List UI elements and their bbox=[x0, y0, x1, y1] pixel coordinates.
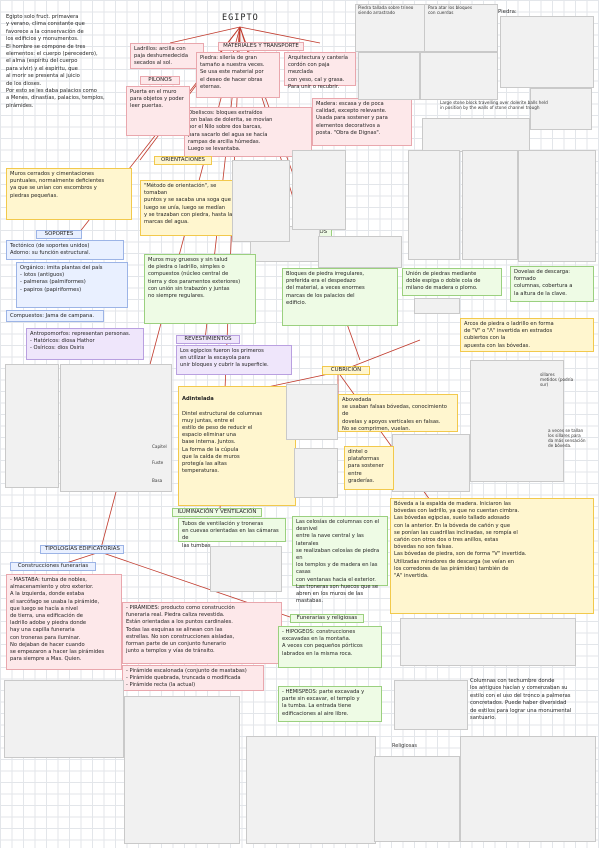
antropomorfos-box: Antropomorfos: representan personas. - H… bbox=[26, 328, 144, 360]
columns-image-1 bbox=[5, 364, 59, 488]
transport-caption: Piedra tallada sobre trineo siendo arras… bbox=[358, 5, 414, 15]
muros-bloques-box: Bloques de piedra irregulares, preferida… bbox=[282, 268, 398, 326]
madera-box: Madera: escasa y de poca calidad, except… bbox=[312, 98, 412, 146]
obeliscos-box: Obeliscos: bloques extraídos con balas d… bbox=[184, 107, 312, 157]
funerarias-religiosas-tag: Funerarias y religiosas bbox=[290, 614, 364, 623]
iluminacion-note: Las celosías de columnas con el desnivel… bbox=[292, 516, 388, 604]
religiosas-label: Religiosas bbox=[392, 743, 417, 749]
falsa-nota: a veces se tallan los sillares para da m… bbox=[548, 428, 586, 448]
soportes-tag: SOPORTES bbox=[36, 230, 82, 239]
metodo-box: "Método de orientación", se tomaban punt… bbox=[140, 180, 242, 236]
sled-image-2 bbox=[420, 52, 498, 100]
ventilation-image bbox=[210, 546, 282, 592]
piedra-header: Piedra: bbox=[498, 9, 517, 15]
tipologias-tag: TIPOLOGÍAS EDIFICATORIAS bbox=[40, 545, 124, 554]
stone-block-image bbox=[500, 16, 594, 88]
obelisk-image-4 bbox=[462, 150, 518, 260]
piedra-box: Piedra: silería de gran tamaño a nuestra… bbox=[196, 52, 280, 98]
column-detail-image bbox=[294, 448, 338, 498]
sled-image-1 bbox=[358, 52, 420, 100]
transport-image bbox=[355, 4, 425, 52]
vault-image bbox=[392, 434, 470, 492]
iluminacion-box: Tubos de ventilación y troneras en cueva… bbox=[178, 518, 286, 549]
adintelada-box: Adintelada Dintel estructural de columna… bbox=[178, 386, 296, 506]
arenisca-box: Arquitectura y cantería cordón con paja … bbox=[284, 52, 356, 90]
obelisk-image-3 bbox=[408, 150, 460, 260]
muros-desc-box: Muros muy gruesos y sin talud de piedra … bbox=[144, 254, 256, 324]
intro-text: Egipto solo fruct. primavera y verano, c… bbox=[6, 14, 105, 109]
tectonico-box: Tectónico (de soportes unidos) Adorno: s… bbox=[6, 240, 124, 260]
hemispeo-image bbox=[394, 680, 468, 730]
muros-cerrados-box: Muros cerrados y cimentaciones puntuales… bbox=[6, 168, 132, 220]
arcos-box: Arcos de piedra o ladrillo en forma de "… bbox=[460, 318, 594, 352]
organico-box: Orgánico: imita plantas del país - lotos… bbox=[16, 262, 128, 308]
obelisk-image-1 bbox=[232, 160, 290, 242]
revestimientos-box: Los egipcios fueron los primeros en util… bbox=[176, 345, 292, 375]
pilonos-tag: PILONOS bbox=[140, 76, 180, 85]
dolerite-image bbox=[530, 88, 592, 130]
iluminacion-tag: ILUMINACIÓN Y VENTILACIÓN bbox=[172, 508, 262, 517]
piramides-list-box: - Pirámide escalonada (conjunto de masta… bbox=[122, 665, 264, 691]
columnas-note: Columnas con techumbre donde los antiguo… bbox=[470, 678, 572, 722]
funerarias-tag: Construcciones funerarias bbox=[10, 562, 96, 571]
ropes-image bbox=[424, 4, 498, 52]
revestimientos-tag: REVESTIMIENTOS bbox=[176, 335, 240, 344]
cubricion-tag: CUBRICIÓN bbox=[322, 366, 370, 375]
muros-dovelas-box: Dovelas de descarga: formado columnas, c… bbox=[510, 266, 594, 302]
abovedada-box: Abovedada se usaban falsas bóvedas, cono… bbox=[338, 394, 458, 432]
sillares-caption: sillares metidos (podría sur) bbox=[540, 372, 574, 387]
union-image bbox=[414, 298, 460, 314]
fuste-caption: Fuste bbox=[152, 460, 164, 465]
arches-image bbox=[400, 618, 576, 666]
columns-image-2 bbox=[60, 364, 172, 492]
lintel-image bbox=[286, 384, 338, 440]
piramides-box: - PIRÁMIDES: producto como construcción … bbox=[122, 602, 282, 664]
materials-tag: MATERIALES Y TRANSPORTE bbox=[218, 42, 304, 51]
temple-image bbox=[246, 736, 376, 844]
pilonos-box: Puerta en el muro para objetos y poder l… bbox=[126, 86, 190, 136]
muros-union-box: Unión de piedras mediante doble espiga o… bbox=[402, 268, 502, 296]
adintelada-text: Dintel estructural de columnas muy junta… bbox=[182, 410, 263, 475]
pyramid-image bbox=[124, 696, 240, 844]
hemispeos-box: - HEMISPEOS: parte excavada y parte sin … bbox=[278, 686, 382, 722]
capitel-caption: Capitel bbox=[152, 444, 167, 449]
bovedas-box: Bóveda a la espalda de madera. Iniciaron… bbox=[390, 498, 594, 614]
page-title: EGIPTO bbox=[222, 13, 259, 23]
compuestos-box: Compuestos: Jama de campana. bbox=[6, 310, 104, 322]
mastaba-box: - MASTABA: tumba de nobles, almacenamien… bbox=[6, 574, 122, 670]
mastaba-image bbox=[4, 680, 124, 758]
arch-image bbox=[470, 360, 564, 482]
hipogeos-box: - HIPOGEOS: construcciones excavadas en … bbox=[278, 626, 382, 668]
obelisk-image-5 bbox=[518, 150, 596, 262]
dintel-box: dintel o plataformas para sostener entre… bbox=[344, 446, 394, 490]
block-image bbox=[422, 118, 530, 152]
adintelada-title: Adintelada bbox=[182, 396, 214, 403]
orientaciones-tag: ORIENTACIONES bbox=[154, 156, 212, 165]
ropes-caption: Para atar los bloques con cuerdas bbox=[428, 5, 473, 15]
ladrillo-box: Ladrillos: arcilla con paja deshumedecid… bbox=[130, 43, 204, 69]
pylon-image bbox=[374, 756, 460, 842]
stone-block-caption: Large stone block travelling over doleri… bbox=[440, 100, 548, 110]
hypostyle-image bbox=[460, 736, 596, 842]
stone-wall-image bbox=[318, 236, 402, 268]
obelisk-image-2 bbox=[292, 150, 346, 230]
basa-caption: Basa bbox=[152, 478, 163, 483]
